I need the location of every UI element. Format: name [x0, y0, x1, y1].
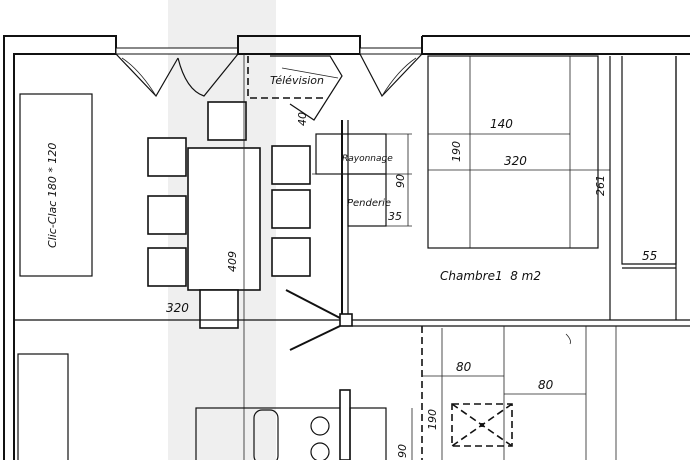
lower-dim-80b: 80 — [538, 378, 554, 392]
chair — [199, 289, 239, 329]
shelving-unit: Rayonnage Penderie 90 35 — [312, 133, 412, 227]
chair — [271, 189, 311, 229]
sofa-label: Clic-Clac 180 * 120 — [46, 143, 59, 248]
lower-area: 90 80 80 190 — [17, 326, 617, 460]
bedroom-label: Chambre1 8 m2 — [440, 269, 541, 283]
shelf-dim-35: 35 — [388, 210, 402, 223]
lower-dim-90: 90 — [396, 444, 409, 458]
tv-corner: Télévision 40 — [247, 55, 343, 126]
hanging-label: Penderie — [347, 198, 391, 209]
dining-table — [187, 147, 261, 291]
windows — [115, 53, 423, 98]
chair — [271, 145, 311, 185]
room-height-label: 261 — [594, 175, 607, 196]
tv-dim-label: 40 — [296, 112, 309, 126]
outer-walls — [3, 35, 690, 460]
bed-width-label: 140 — [490, 117, 513, 131]
living-width-label: 320 — [166, 301, 189, 315]
partition-wall — [14, 120, 690, 327]
tv-label: Télévision — [270, 74, 324, 87]
table-dim-label: 409 — [226, 251, 239, 272]
chair — [271, 237, 311, 277]
sofa-clic-clac: Clic-Clac 180 * 120 — [19, 93, 93, 277]
closet-dim-label: 55 — [642, 249, 657, 263]
chair — [147, 137, 187, 177]
room-width-label: 320 — [504, 154, 527, 168]
dining-set: 409 — [147, 101, 311, 329]
shelving-label: Rayonnage — [342, 154, 393, 164]
chair — [207, 101, 247, 141]
shelf-dim-90: 90 — [394, 174, 407, 188]
x-box — [451, 403, 513, 447]
closet: 261 55 — [594, 56, 677, 320]
lower-dim-80a: 80 — [456, 360, 472, 374]
chair — [147, 195, 187, 235]
chair — [147, 247, 187, 287]
lower-dim-190: 190 — [426, 409, 439, 430]
bed: 140 190 320 — [427, 55, 610, 249]
bedroom-door — [285, 289, 353, 351]
bed-length-label: 190 — [450, 141, 463, 162]
